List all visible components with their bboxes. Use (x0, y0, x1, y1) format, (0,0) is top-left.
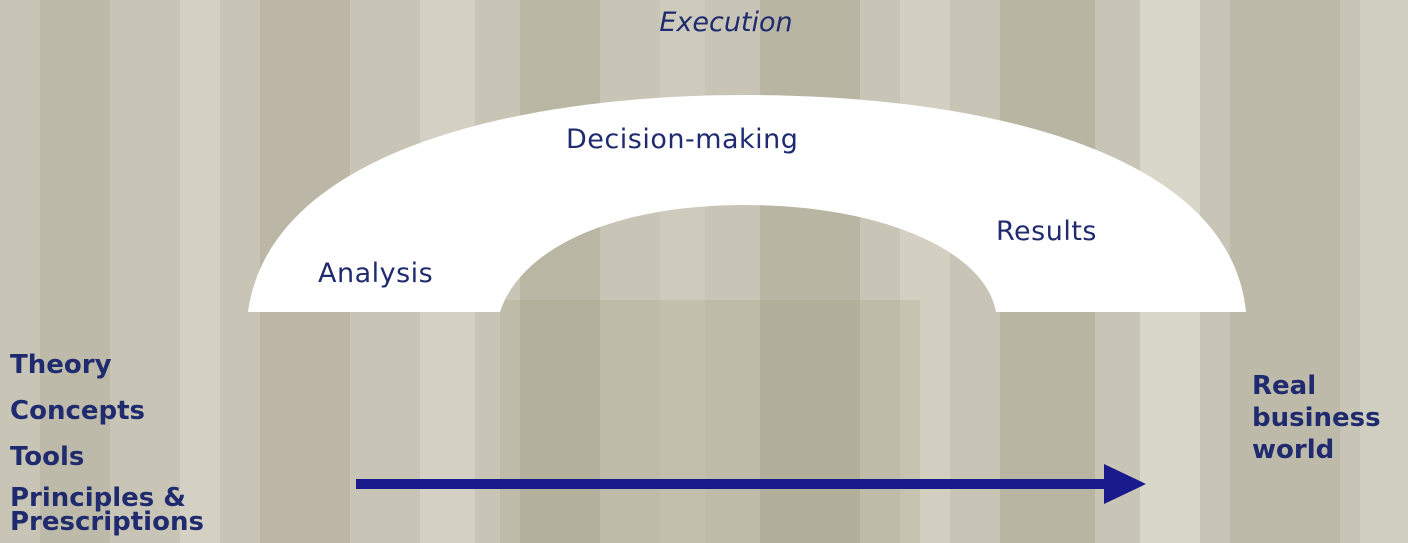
results-label: Results (996, 216, 1097, 247)
execution-title: Execution (659, 7, 793, 38)
list-item-tools: Tools (10, 442, 85, 472)
list-item-theory: Theory (10, 350, 112, 380)
list-item-principles: Principles & Prescriptions (10, 483, 204, 537)
list-item-concepts: Concepts (10, 396, 146, 426)
analysis-label: Analysis (318, 258, 434, 289)
right-line-2: business (1252, 403, 1381, 433)
foundations-list: Theory Concepts Tools Principles & Presc… (10, 342, 250, 537)
process-arc (248, 95, 1246, 312)
progress-arrow (356, 464, 1146, 504)
right-line-1: Real (1252, 371, 1317, 401)
decision-making-label: Decision-making (566, 124, 799, 155)
real-business-world-label: Real business world (1252, 370, 1381, 466)
right-line-3: world (1252, 435, 1335, 465)
